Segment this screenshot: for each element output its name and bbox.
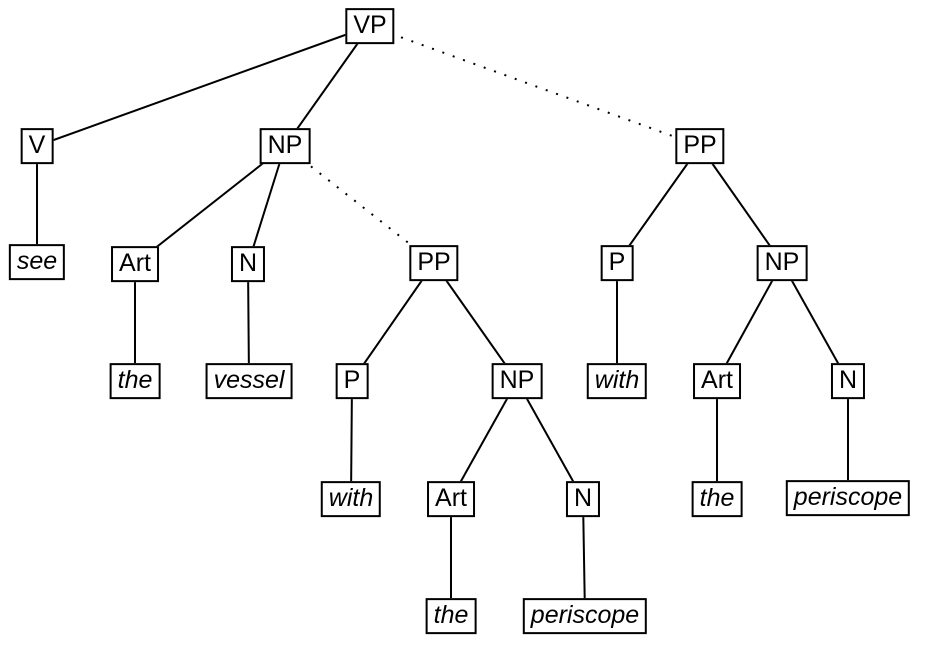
- edge-pp3-p3: [616, 145, 701, 264]
- node-the3: the: [691, 481, 743, 517]
- edge-vp-pp3-dotted: [369, 25, 701, 147]
- node-pp2: PP: [409, 245, 459, 281]
- edge-n2-periscope2: [582, 498, 586, 617]
- node-np2: NP: [491, 363, 543, 399]
- edge-pp3-np3: [699, 145, 783, 264]
- node-the2: the: [425, 598, 477, 634]
- node-p3: P: [600, 245, 634, 281]
- node-pp3: PP: [675, 128, 725, 164]
- node-see1: see: [8, 244, 66, 280]
- edge-np2-n2: [516, 380, 584, 500]
- node-vp: VP: [345, 8, 395, 44]
- edge-np1-n1: [247, 145, 286, 265]
- node-art2: Art: [427, 481, 475, 517]
- node-v: V: [20, 128, 54, 164]
- node-the1: the: [109, 363, 161, 399]
- edge-np2-art2: [450, 380, 518, 500]
- node-vessel1: vessel: [205, 363, 293, 399]
- node-art3: Art: [693, 363, 741, 399]
- edge-vp-v: [36, 25, 371, 147]
- node-p2: P: [335, 363, 369, 399]
- node-n3: N: [830, 363, 866, 399]
- edge-n1-vessel1: [247, 263, 250, 382]
- node-with2: with: [320, 481, 382, 517]
- node-periscope3: periscope: [785, 480, 911, 516]
- edge-np3-n3: [781, 262, 849, 382]
- edge-pp2-p2: [351, 262, 435, 382]
- node-np3: NP: [756, 245, 808, 281]
- node-with3: with: [586, 363, 648, 399]
- edge-np3-art3: [716, 262, 783, 382]
- node-n2: N: [565, 481, 601, 517]
- node-periscope2: periscope: [522, 598, 648, 634]
- edge-np1-art1: [134, 145, 286, 265]
- edge-pp2-np2: [433, 262, 518, 382]
- node-n1: N: [230, 246, 266, 282]
- node-art1: Art: [111, 246, 159, 282]
- edge-vp-np1: [284, 25, 371, 147]
- node-np1: NP: [259, 128, 311, 164]
- edge-p2-with2: [350, 380, 353, 500]
